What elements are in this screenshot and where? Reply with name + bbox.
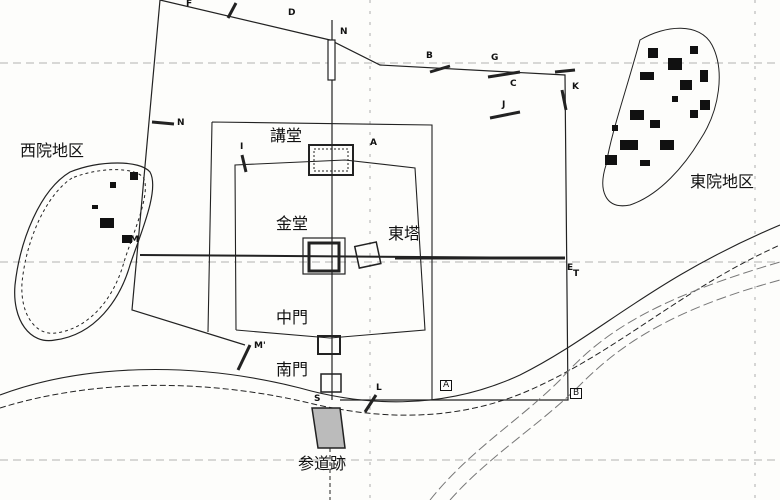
marker-D: D [288,8,296,18]
nanmon-building [320,373,342,393]
marker-E: E [567,263,574,273]
marker-J: J [502,100,506,110]
marker-T: T [573,269,580,279]
kondo-label: 金堂 [276,214,309,233]
marker-I: I [240,142,244,152]
west-precinct [14,162,154,342]
trench-marks [151,2,576,413]
chumon-building [317,335,341,355]
sando-label: 参道跡 [298,454,347,473]
marker-M-prime: M' [254,341,266,351]
road-outer [0,224,780,403]
marker-K: K [572,82,579,92]
kodo-label: 講堂 [270,126,303,145]
marker-C: C [510,79,517,89]
nanmon-label: 南門 [276,360,309,379]
marker-M-west: M [130,235,139,245]
marker-N: N [177,118,185,128]
east-precinct-cluster [602,27,720,207]
marker-A: A [370,138,377,148]
marker-L: L [376,383,382,393]
west-area-label: 西院地区 [20,141,85,160]
marker-N-top: N [340,27,348,37]
marker-F: F [186,0,193,9]
marker-B: B [426,51,433,61]
marker-S: S [314,394,321,404]
toto-building [353,241,382,269]
box-A: A [440,380,453,391]
kodo-building [308,144,354,176]
toto-label: 東塔 [388,224,421,243]
inner-enclosure [207,121,433,400]
outer-boundary [131,0,569,401]
east-area-label: 東院地区 [690,172,755,191]
road-inner [0,244,780,416]
west-precinct-dots [92,172,138,243]
kondo-building [302,237,346,275]
sando-trench [311,407,346,449]
box-B: B [570,388,583,399]
chumon-label: 中門 [276,308,309,327]
marker-G: G [491,53,499,63]
